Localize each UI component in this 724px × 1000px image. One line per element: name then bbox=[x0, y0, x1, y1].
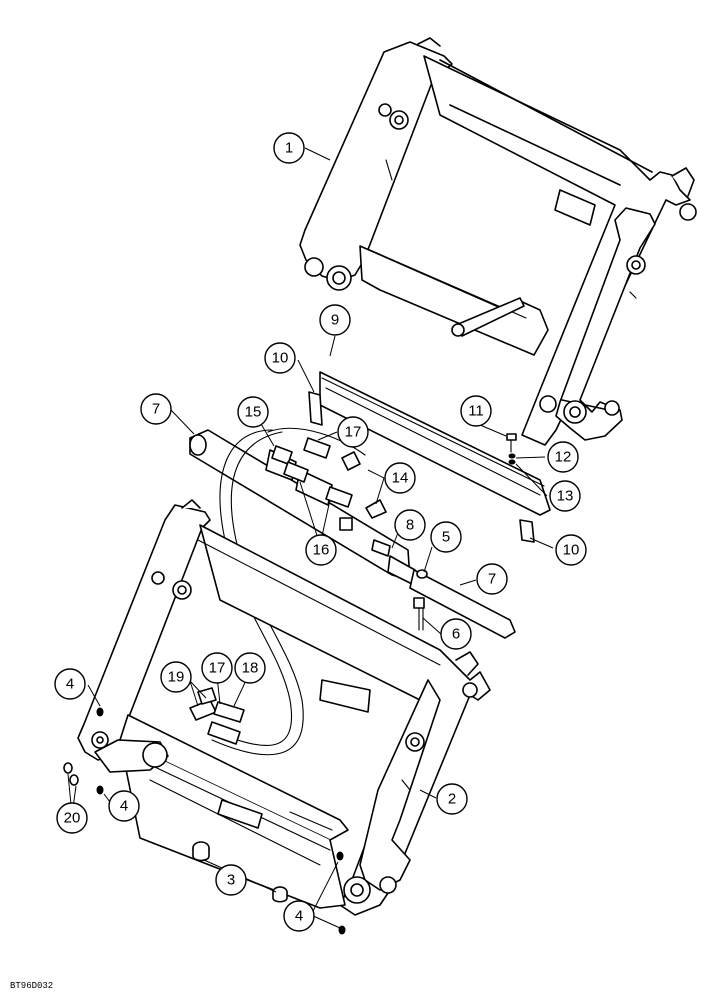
upper-quick-coupler-frame bbox=[299, 37, 697, 446]
nuts bbox=[63, 707, 346, 935]
svg-text:17: 17 bbox=[209, 660, 226, 677]
hydraulic-fittings bbox=[271, 437, 391, 557]
callout-7-left: 7 bbox=[140, 393, 172, 425]
svg-text:5: 5 bbox=[442, 529, 450, 546]
callout-15: 15 bbox=[237, 396, 269, 428]
callout-9: 9 bbox=[319, 304, 351, 336]
lower-hydraulic-fittings bbox=[189, 687, 245, 745]
bolt-and-washers bbox=[506, 433, 517, 465]
svg-text:14: 14 bbox=[392, 470, 409, 487]
svg-text:4: 4 bbox=[295, 908, 303, 925]
svg-text:7: 7 bbox=[488, 571, 496, 588]
callout-4-left: 4 bbox=[54, 668, 86, 700]
shim-left bbox=[308, 391, 323, 426]
svg-text:6: 6 bbox=[452, 626, 460, 643]
svg-text:8: 8 bbox=[406, 517, 414, 534]
callout-16: 16 bbox=[305, 534, 337, 566]
callout-8: 8 bbox=[394, 509, 426, 541]
svg-text:7: 7 bbox=[152, 401, 160, 418]
callout-11: 11 bbox=[460, 395, 492, 427]
bumpers bbox=[192, 841, 288, 903]
svg-text:3: 3 bbox=[227, 872, 235, 889]
svg-text:1: 1 bbox=[285, 140, 293, 157]
svg-text:13: 13 bbox=[557, 488, 574, 505]
svg-text:18: 18 bbox=[242, 660, 259, 677]
callout-4-middle: 4 bbox=[108, 790, 140, 822]
callout-17-lower: 17 bbox=[201, 652, 233, 684]
callout-1: 1 bbox=[273, 132, 305, 164]
hydraulic-hose bbox=[209, 427, 366, 756]
callout-20: 20 bbox=[56, 802, 88, 834]
lower-quick-coupler-frame bbox=[77, 499, 491, 916]
svg-text:16: 16 bbox=[313, 542, 330, 559]
svg-text:2: 2 bbox=[448, 791, 456, 808]
callout-7-right: 7 bbox=[476, 563, 508, 595]
shim-right bbox=[519, 519, 535, 543]
svg-text:19: 19 bbox=[168, 669, 185, 686]
svg-text:4: 4 bbox=[66, 676, 74, 693]
callout-10-lower: 10 bbox=[555, 534, 587, 566]
svg-text:11: 11 bbox=[468, 403, 484, 420]
callout-12: 12 bbox=[547, 441, 579, 473]
svg-text:10: 10 bbox=[563, 542, 580, 559]
svg-text:9: 9 bbox=[331, 312, 339, 329]
callout-3: 3 bbox=[215, 864, 247, 896]
callout-5: 5 bbox=[430, 521, 462, 553]
callout-10-upper: 10 bbox=[264, 342, 296, 374]
callout-17-upper: 17 bbox=[337, 416, 369, 448]
callout-2: 2 bbox=[436, 783, 468, 815]
svg-text:4: 4 bbox=[120, 798, 128, 815]
svg-text:15: 15 bbox=[245, 404, 262, 421]
svg-text:10: 10 bbox=[272, 350, 289, 367]
callout-18: 18 bbox=[234, 652, 266, 684]
pin-and-nut bbox=[413, 569, 428, 631]
figure-code: BT96D032 bbox=[10, 981, 53, 991]
svg-text:17: 17 bbox=[345, 424, 362, 441]
callout-6: 6 bbox=[440, 618, 472, 650]
callout-19: 19 bbox=[160, 661, 192, 693]
callout-4-bottom: 4 bbox=[283, 900, 315, 932]
callout-13: 13 bbox=[549, 480, 581, 512]
svg-text:20: 20 bbox=[64, 810, 81, 827]
svg-text:12: 12 bbox=[555, 449, 572, 466]
callout-14: 14 bbox=[384, 462, 416, 494]
